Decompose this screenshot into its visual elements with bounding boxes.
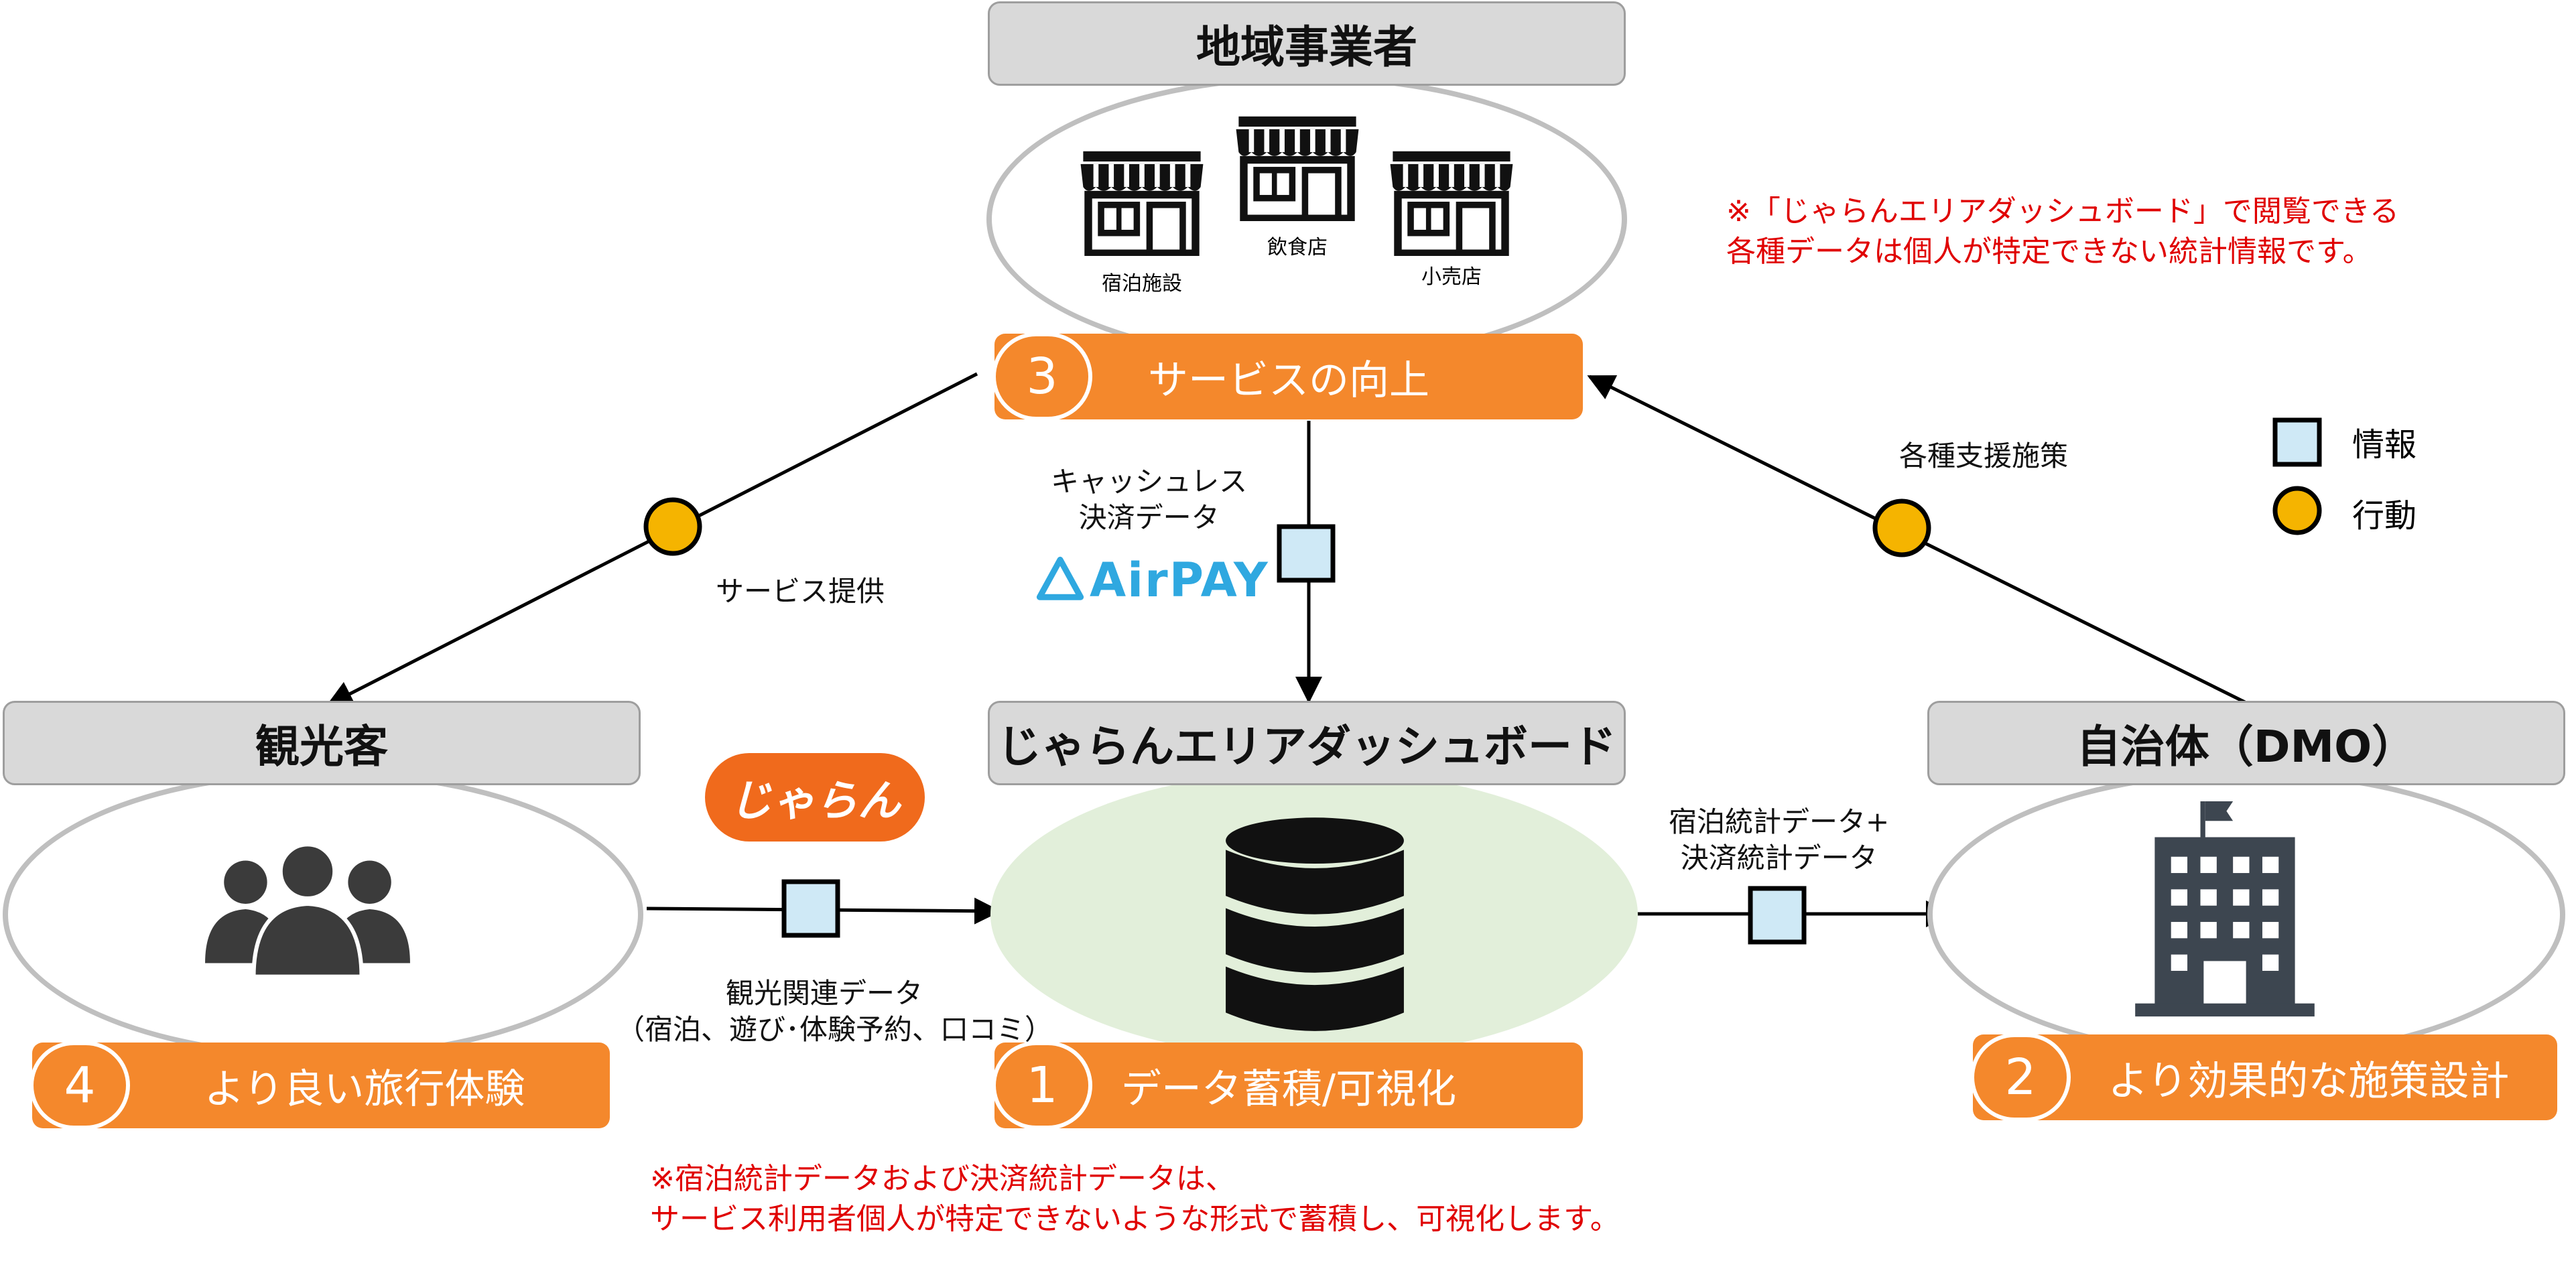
note-bottom-line2: サービス利用者個人が特定できないような形式で蓄積し、可視化します。: [650, 1202, 1620, 1236]
edge-label-cashless: キャッシュレス 決済データ: [1051, 464, 1247, 536]
action-businesses: 3 サービスの向上: [992, 332, 1583, 421]
jalan-logo: じゃらん: [705, 753, 925, 842]
edge-label-tourism-line1: 観光関連データ: [725, 977, 923, 1010]
action-number: 3: [992, 332, 1092, 421]
edge-label-stats: 宿泊統計データ+ 決済統計データ: [1669, 804, 1889, 876]
legend-info-icon: [2272, 417, 2322, 467]
edge-label-stats-line1: 宿泊統計データ+: [1669, 805, 1890, 838]
note-top-line2: 各種データは個人が特定できない統計情報です。: [1726, 234, 2372, 269]
action-marker: [643, 497, 702, 556]
note-bottom-line1: ※宿泊統計データおよび決済統計データは、: [650, 1162, 1235, 1196]
jalan-wordmark: じゃらん: [729, 777, 901, 826]
info-marker: [781, 879, 840, 938]
action-number: 4: [29, 1041, 130, 1130]
municipality-title: 自治体（DMO）: [1927, 701, 2565, 785]
info-marker: [1277, 524, 1336, 583]
legend-info-label: 情報: [2352, 426, 2417, 464]
legend-action-label: 行動: [2352, 497, 2417, 535]
action-municipality: 2 より効果的な施策設計: [1970, 1033, 2557, 1122]
edge-label-cashless-line2: 決済データ: [1078, 501, 1220, 534]
edge-label-support-measures: 各種支援施策: [1899, 440, 2069, 472]
people-icon: [205, 842, 410, 979]
legend-action-icon: [2272, 486, 2322, 535]
action-label: より良い旅行体験: [204, 1065, 525, 1113]
shop-label-restaurant: 飲食店: [1267, 236, 1328, 259]
businesses-title: 地域事業者: [988, 1, 1626, 86]
airpay-triangle-icon: [1036, 556, 1084, 600]
action-dashboard: 1 データ蓄積/可視化: [992, 1041, 1583, 1130]
action-marker: [1872, 498, 1931, 557]
airpay-wordmark: AirPAY: [1090, 553, 1269, 608]
note-top-line1: ※「じゃらんエリアダッシュボード」で閲覧できる: [1726, 194, 2399, 228]
action-tourists: 4 より良い旅行体験: [29, 1041, 610, 1130]
action-label: データ蓄積/可視化: [1120, 1065, 1457, 1113]
dashboard-title: じゃらんエリアダッシュボード: [988, 701, 1626, 785]
shop-icon: [1236, 116, 1359, 221]
shop-label-lodging: 宿泊施設: [1102, 272, 1182, 295]
action-label: より効果的な施策設計: [2108, 1057, 2510, 1105]
shop-icon: [1080, 151, 1204, 256]
action-number: 2: [1970, 1033, 2071, 1122]
building-icon: [2135, 801, 2315, 1017]
note-top: ※「じゃらんエリアダッシュボード」で閲覧できる 各種データは個人が特定できない統…: [1726, 192, 2399, 272]
action-label: サービスの向上: [1148, 356, 1429, 404]
tourists-title: 観光客: [3, 701, 641, 785]
edge-label-stats-line2: 決済統計データ: [1680, 842, 1878, 874]
edge-label-cashless-line1: キャッシュレス: [1051, 465, 1248, 498]
shop-icon: [1390, 151, 1513, 256]
edge-label-tourism-line2: （宿泊、遊び･体験予約、口コミ）: [617, 1013, 1053, 1046]
note-bottom: ※宿泊統計データおよび決済統計データは、 サービス利用者個人が特定できないような…: [650, 1159, 1620, 1239]
airpay-logo: AirPAY: [1036, 552, 1269, 608]
shop-label-retail: 小売店: [1421, 265, 1482, 289]
edge-label-tourism: 観光関連データ （宿泊、遊び･体験予約、口コミ）: [617, 976, 1053, 1048]
database-icon: [1226, 817, 1404, 1031]
info-marker: [1748, 886, 1807, 945]
action-number: 1: [992, 1041, 1092, 1130]
edge-label-service-provision: サービス提供: [716, 575, 885, 608]
